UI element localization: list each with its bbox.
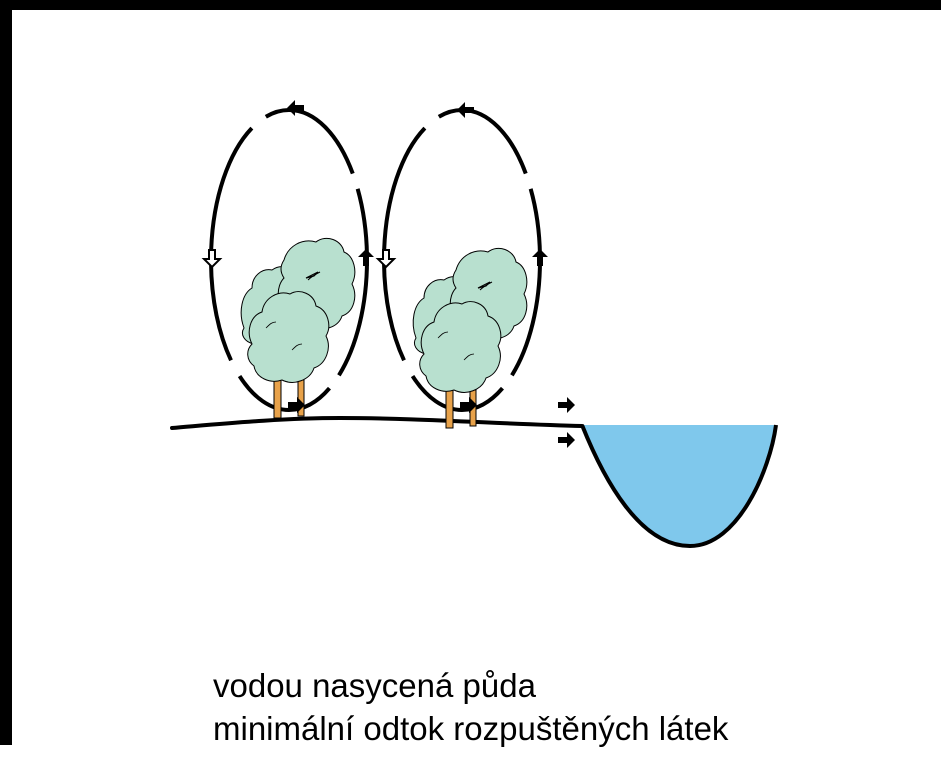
caption-line-1: vodou nasycená půda (213, 669, 536, 702)
arrow-icon (378, 250, 394, 267)
arrow-icon (358, 249, 374, 266)
arrow-icon (457, 102, 474, 118)
ground-line (172, 418, 582, 428)
arrow-icon (204, 250, 220, 267)
tree-left (241, 238, 355, 418)
caption-line-2: minimální odtok rozpuštěných látek (213, 712, 728, 745)
arrow-icon (532, 249, 548, 266)
arrow-right-icon (558, 397, 575, 413)
arrow-right-icon (558, 432, 575, 448)
